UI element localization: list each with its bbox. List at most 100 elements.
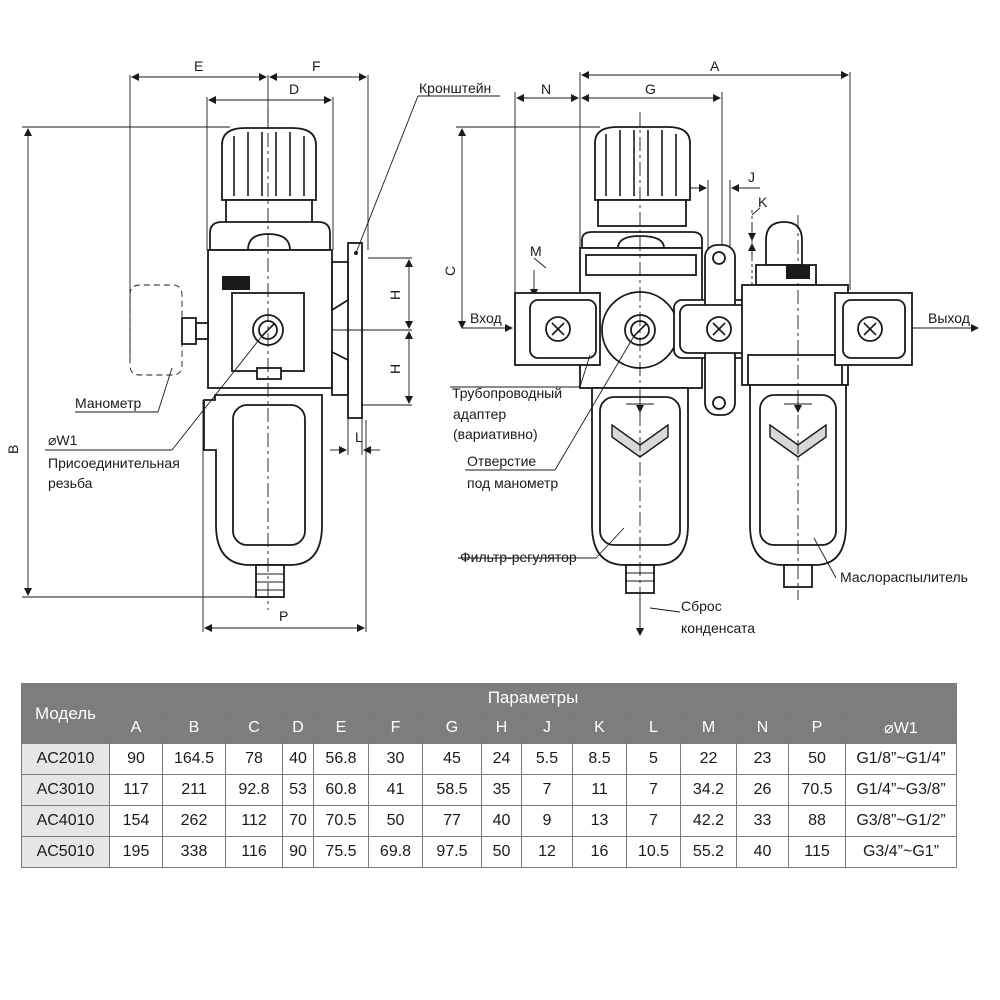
value-cell: 115 xyxy=(788,836,846,868)
dim-e: E xyxy=(194,58,203,74)
column-header: L xyxy=(626,712,681,744)
dim-b: B xyxy=(5,445,21,454)
value-cell: 78 xyxy=(225,743,283,775)
value-cell: 338 xyxy=(162,836,226,868)
dim-n: N xyxy=(541,81,551,97)
value-cell: 97.5 xyxy=(422,836,482,868)
value-cell: 45 xyxy=(422,743,482,775)
label-gauge-port-2: под манометр xyxy=(467,475,558,491)
label-filter-regulator: Фильтр-регулятор xyxy=(460,549,577,565)
dim-m: M xyxy=(530,243,542,259)
value-cell: 10.5 xyxy=(626,836,681,868)
dim-d: D xyxy=(289,81,299,97)
label-adapter-3: (вариативно) xyxy=(453,426,538,442)
value-cell: 195 xyxy=(109,836,163,868)
value-cell: 40 xyxy=(282,743,314,775)
value-cell: G3/4”~G1” xyxy=(845,836,957,868)
value-cell: 42.2 xyxy=(680,805,737,837)
column-header: E xyxy=(313,712,369,744)
dim-g: G xyxy=(645,81,656,97)
column-header: D xyxy=(282,712,314,744)
value-cell: 90 xyxy=(109,743,163,775)
value-cell: 22 xyxy=(680,743,737,775)
value-cell: 117 xyxy=(109,774,163,806)
side-view: E F D B P xyxy=(5,58,500,632)
value-cell: 92.8 xyxy=(225,774,283,806)
label-drain-2: конденсата xyxy=(681,620,755,636)
technical-drawing: E F D B P xyxy=(5,58,979,636)
label-gauge: Манометр xyxy=(75,395,141,411)
label-thread-1: Присоединительная xyxy=(48,455,180,471)
label-lubricator: Маслораспылитель xyxy=(840,569,968,585)
dim-h2: H xyxy=(387,364,403,374)
value-cell: 8.5 xyxy=(572,743,627,775)
value-cell: 50 xyxy=(481,836,522,868)
value-cell: 90 xyxy=(282,836,314,868)
value-cell: 7 xyxy=(626,805,681,837)
column-header: B xyxy=(162,712,226,744)
value-cell: G3/8”~G1/2” xyxy=(845,805,957,837)
value-cell: 60.8 xyxy=(313,774,369,806)
value-cell: 69.8 xyxy=(368,836,423,868)
value-cell: 77 xyxy=(422,805,482,837)
dim-f: F xyxy=(312,58,321,74)
value-cell: 70.5 xyxy=(313,805,369,837)
value-cell: 24 xyxy=(481,743,522,775)
column-header: K xyxy=(572,712,627,744)
label-outlet: Выход xyxy=(928,310,970,326)
label-w1: ⌀W1 xyxy=(48,432,78,448)
value-cell: 75.5 xyxy=(313,836,369,868)
value-cell: 88 xyxy=(788,805,846,837)
label-adapter-2: адаптер xyxy=(453,406,506,422)
value-cell: 7 xyxy=(626,774,681,806)
value-cell: 23 xyxy=(736,743,789,775)
value-cell: 26 xyxy=(736,774,789,806)
value-cell: 7 xyxy=(521,774,573,806)
value-cell: G1/4”~G3/8” xyxy=(845,774,957,806)
model-cell: AC3010 xyxy=(21,774,110,806)
column-header: H xyxy=(481,712,522,744)
group-header: Параметры xyxy=(109,683,957,713)
dim-j: J xyxy=(748,169,755,185)
value-cell: 30 xyxy=(368,743,423,775)
value-cell: 55.2 xyxy=(680,836,737,868)
value-cell: 34.2 xyxy=(680,774,737,806)
label-thread-2: резьба xyxy=(48,475,93,491)
value-cell: 154 xyxy=(109,805,163,837)
label-inlet: Вход xyxy=(470,310,502,326)
column-header: C xyxy=(225,712,283,744)
value-cell: 211 xyxy=(162,774,226,806)
column-header: G xyxy=(422,712,482,744)
value-cell: 53 xyxy=(282,774,314,806)
dim-k: K xyxy=(758,194,768,210)
value-cell: 70 xyxy=(282,805,314,837)
model-header: Модель xyxy=(21,683,110,744)
value-cell: 12 xyxy=(521,836,573,868)
value-cell: 5 xyxy=(626,743,681,775)
value-cell: 13 xyxy=(572,805,627,837)
value-cell: 40 xyxy=(481,805,522,837)
label-bracket: Кронштейн xyxy=(419,80,491,96)
front-view: A N G C J K M Вход Выход xyxy=(442,58,979,636)
column-header: N xyxy=(736,712,789,744)
value-cell: 5.5 xyxy=(521,743,573,775)
column-header: M xyxy=(680,712,737,744)
model-cell: AC5010 xyxy=(21,836,110,868)
value-cell: 164.5 xyxy=(162,743,226,775)
dim-p: P xyxy=(279,608,288,624)
value-cell: 56.8 xyxy=(313,743,369,775)
value-cell: 16 xyxy=(572,836,627,868)
value-cell: 50 xyxy=(788,743,846,775)
value-cell: 116 xyxy=(225,836,283,868)
value-cell: 58.5 xyxy=(422,774,482,806)
value-cell: 40 xyxy=(736,836,789,868)
column-header: P xyxy=(788,712,846,744)
model-cell: AC4010 xyxy=(21,805,110,837)
